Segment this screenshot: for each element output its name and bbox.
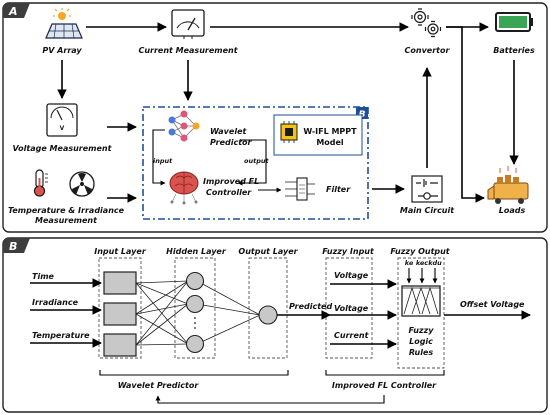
filter-label: Filter bbox=[326, 185, 351, 194]
wifl-mppt-box bbox=[142, 106, 369, 220]
hidden-node bbox=[185, 334, 205, 354]
brain-icon bbox=[169, 171, 199, 205]
fan-icon bbox=[69, 171, 95, 197]
panel-a-letter: A bbox=[8, 5, 18, 18]
input-time-label: Time bbox=[32, 272, 55, 281]
rules-line1: Fuzzy bbox=[409, 326, 435, 335]
voltage-measurement-label: Voltage Measurement bbox=[13, 144, 113, 153]
hidden-node bbox=[185, 294, 205, 314]
wavelet-predictor-caption: Wavelet Predictor bbox=[118, 381, 200, 390]
truck-icon bbox=[487, 166, 529, 204]
gain-kec: kec bbox=[416, 259, 428, 267]
battery-icon bbox=[495, 12, 533, 32]
fuzzy-output-title: Fuzzy Output bbox=[390, 247, 450, 256]
wavelet-label-line1: Wavelet bbox=[210, 127, 247, 136]
current-measurement-label: Current Measurement bbox=[138, 46, 238, 55]
fuzzy-membership-box bbox=[401, 285, 441, 317]
wifl-label-line1: W-IFL MPPT bbox=[303, 127, 357, 136]
input-label: input bbox=[153, 157, 173, 165]
fuzzy-input-title: Fuzzy Input bbox=[322, 247, 375, 256]
circuit-icon bbox=[411, 175, 443, 203]
panel-b-badge bbox=[3, 238, 30, 253]
input-layer-title: Input Layer bbox=[94, 247, 147, 256]
hidden-layer-title: Hidden Layer bbox=[166, 247, 227, 256]
batteries-label: Batteries bbox=[493, 46, 535, 55]
hidden-node bbox=[185, 271, 205, 291]
filter-icon bbox=[285, 177, 315, 201]
chip-icon bbox=[280, 121, 298, 143]
network-links bbox=[135, 280, 261, 346]
panel-a-connectors bbox=[57, 22, 519, 203]
improved-fl-label-line2: Controller bbox=[206, 188, 252, 197]
improved-fl-controller-caption: Improved FL Controller bbox=[332, 381, 437, 390]
temp-irradiance-label-line2: Measurement bbox=[35, 216, 98, 225]
input-layer-box bbox=[98, 257, 142, 359]
panel-a-badge bbox=[3, 3, 30, 18]
input-irradiance-label: Irradiance bbox=[32, 298, 79, 307]
neural-net-icon bbox=[168, 110, 200, 142]
main-circuit-label: Main Circuit bbox=[400, 206, 455, 215]
output-label: output bbox=[244, 157, 269, 165]
rules-line3: Rules bbox=[409, 348, 434, 357]
gain-kdu: kdu bbox=[428, 259, 442, 267]
loads-label: Loads bbox=[499, 206, 526, 215]
output-layer-title: Output Layer bbox=[238, 247, 298, 256]
ammeter-icon bbox=[171, 9, 205, 39]
fuzzy-input-current: Current bbox=[334, 331, 370, 340]
pv-array-label: PV Array bbox=[42, 46, 82, 55]
output-node bbox=[258, 305, 278, 325]
predicted-label: Predicted bbox=[289, 302, 332, 311]
improved-fl-label-line1: Improved FL bbox=[203, 177, 259, 186]
input-node bbox=[103, 333, 137, 357]
panel-a: A PV Array Current Measurement bbox=[2, 2, 548, 233]
input-temperature-label: Temperature bbox=[32, 331, 90, 340]
fuzzy-input-voltage-1: Voltage bbox=[334, 271, 369, 280]
sun-solar-panel-icon bbox=[45, 8, 83, 39]
panel-b-letter: B bbox=[9, 240, 17, 253]
fuzzy-input-voltage-2: Voltage bbox=[334, 304, 369, 313]
wavelet-label-line2: Predictor bbox=[210, 138, 253, 147]
hidden-layer-box bbox=[174, 257, 216, 359]
panel-b-connectors bbox=[30, 268, 531, 404]
output-layer-box bbox=[248, 257, 288, 359]
input-node bbox=[103, 271, 137, 295]
rules-line2: Logic bbox=[409, 337, 433, 346]
gain-ke: ke bbox=[405, 259, 414, 267]
fuzzy-input-box bbox=[325, 257, 373, 359]
gears-icon bbox=[411, 8, 442, 38]
offset-voltage-label: Offset Voltage bbox=[460, 300, 525, 309]
thermometer-icon bbox=[33, 169, 48, 197]
fuzzy-output-box bbox=[397, 257, 445, 369]
voltmeter-icon: V bbox=[46, 103, 78, 137]
convertor-label: Convertor bbox=[405, 46, 451, 55]
wifl-label-line2: Model bbox=[316, 138, 344, 147]
svg-text:V: V bbox=[60, 125, 65, 132]
hidden-ellipsis bbox=[194, 317, 196, 329]
panel-b: B Input Layer Hidden Layer Output Layer … bbox=[2, 237, 548, 413]
temp-irradiance-label-line1: Temperature & Irradiance bbox=[8, 206, 125, 215]
input-node bbox=[103, 302, 137, 326]
